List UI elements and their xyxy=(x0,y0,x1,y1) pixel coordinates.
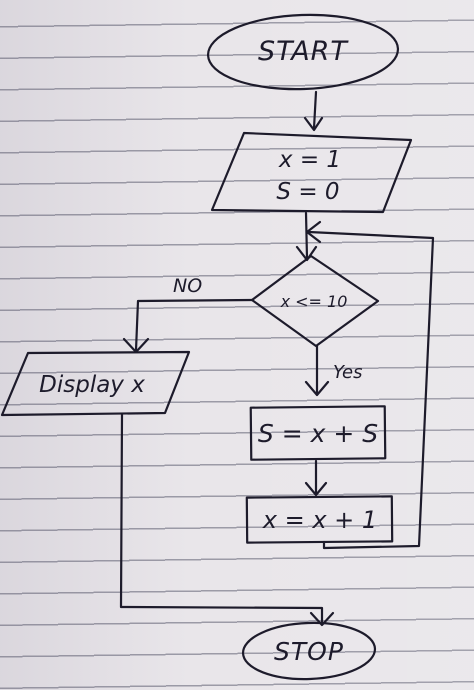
init-s-label: S = 0 xyxy=(276,179,339,205)
display-label: Display x xyxy=(39,372,145,398)
stop-label: STOP xyxy=(274,637,344,666)
no-branch-line xyxy=(134,298,254,352)
increment-x-process xyxy=(245,495,394,544)
init-x-label: x = 1 xyxy=(278,147,341,173)
loop-back-line xyxy=(307,230,435,550)
arrowhead-yes-branch xyxy=(304,380,330,397)
update-s-process xyxy=(249,405,387,461)
start-label: START xyxy=(258,36,349,67)
stop-terminal xyxy=(241,621,377,681)
start-terminal xyxy=(206,13,400,91)
display-parallelogram xyxy=(0,350,191,417)
decision-label: x <= 10 xyxy=(280,292,348,311)
init-parallelogram xyxy=(210,131,413,214)
increment-x-label: x = x + 1 xyxy=(262,506,377,534)
arrow-start-to-init xyxy=(312,90,318,130)
update-s-label: S = x + S xyxy=(258,419,378,448)
arrowhead-start-to-init xyxy=(303,116,324,132)
arrowhead-to-stop xyxy=(309,611,335,627)
display-to-stop-line xyxy=(119,412,324,624)
yes-label: Yes xyxy=(333,362,362,383)
arrowhead-loop-back xyxy=(305,220,322,244)
no-label: NO xyxy=(173,275,202,297)
arrowhead-update-to-increment xyxy=(304,481,328,497)
arrow-init-to-decision xyxy=(304,211,309,260)
